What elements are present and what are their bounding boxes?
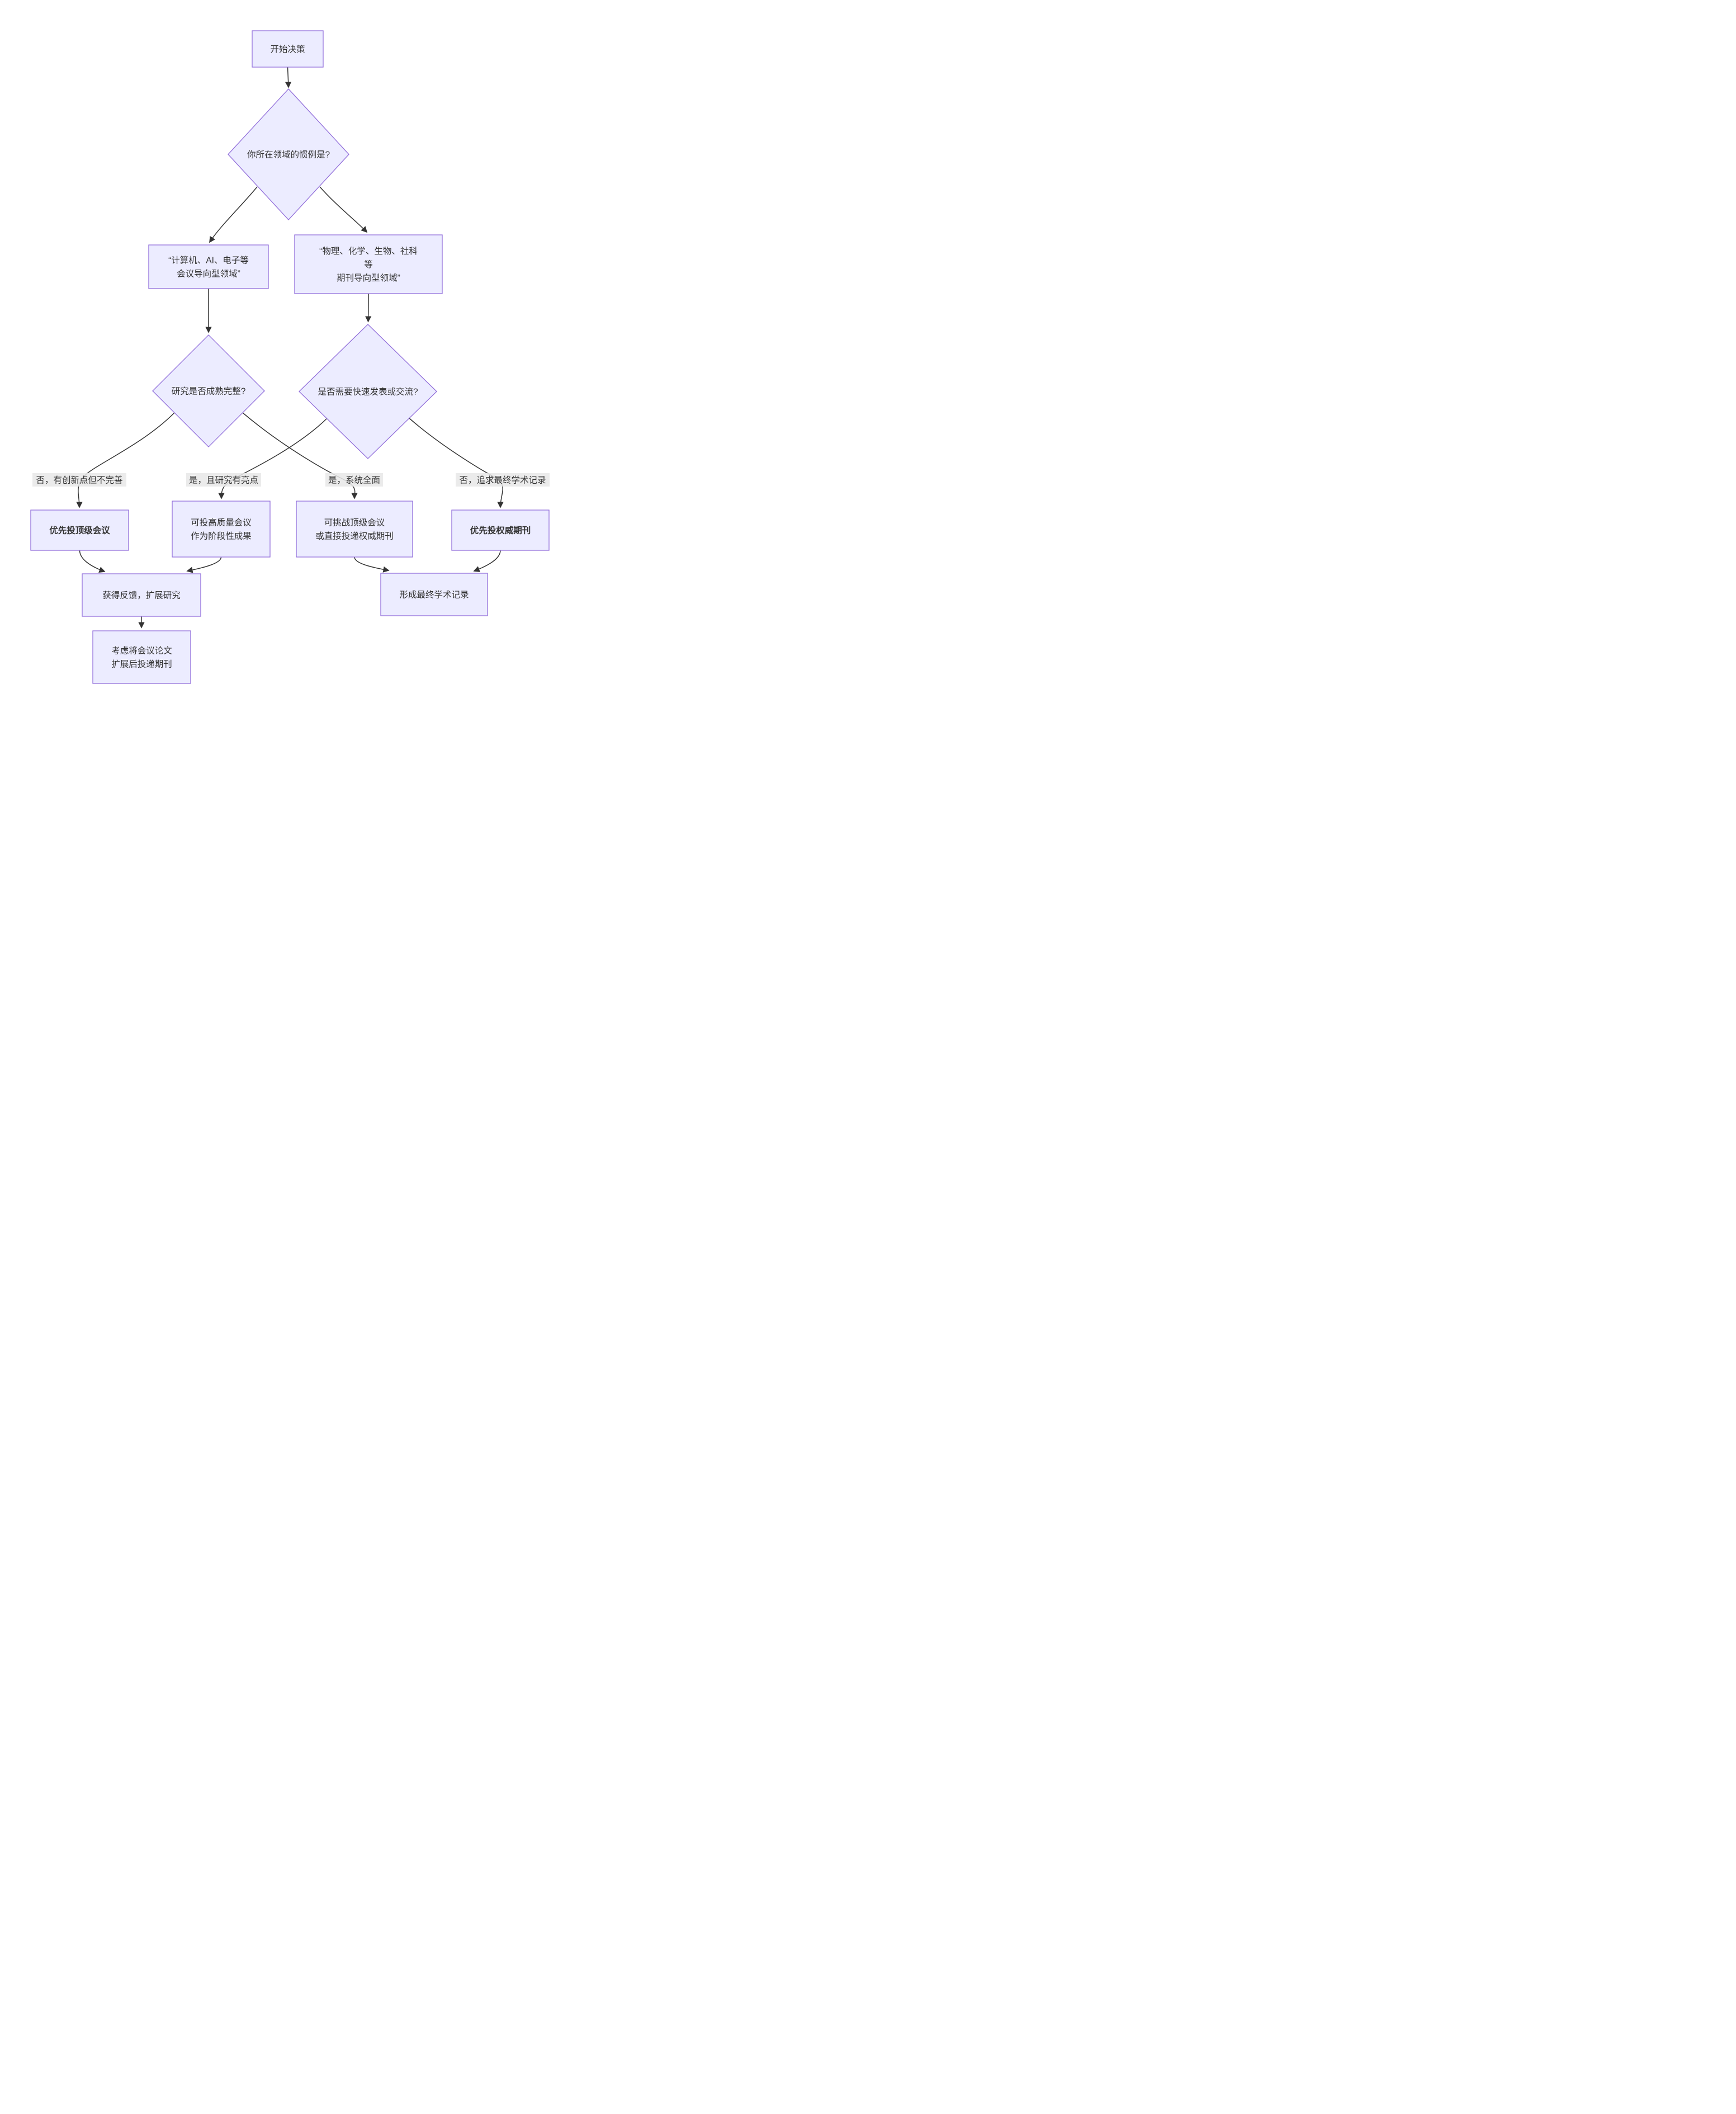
node-journal-field-line2: 等 (364, 259, 373, 270)
node-start-label: 开始决策 (270, 44, 305, 54)
node-authoritative-journal: 优先投权威期刊 (451, 509, 550, 551)
node-journal-field: “物理、化学、生物、社科 等 期刊导向型领域” (294, 234, 443, 294)
node-challenge-or-journal-line1: 可挑战顶级会议 (324, 518, 385, 528)
node-speed-question-label: 是否需要快速发表或交流? (318, 387, 418, 397)
flowchart-svg: 否，有创新点但不完善 是，且研究有亮点 是，系统全面 否，追求最终学术记录 开始… (30, 30, 550, 684)
node-quality-conference: 可投高质量会议 作为阶段性成果 (172, 501, 271, 558)
edge-label-bg-no-incomplete (32, 473, 126, 487)
edge-challenge-to-final-record (354, 556, 390, 573)
node-field-question-shape (228, 88, 349, 220)
edge-label-no-incomplete: 否，有创新点但不完善 (36, 475, 122, 485)
edge-journal-field-to-speed-question (365, 293, 372, 323)
node-top-conference-shape (30, 509, 129, 551)
node-start-shape (252, 30, 324, 68)
node-conference-field-shape (148, 244, 269, 289)
node-quality-conference-shape (172, 501, 271, 558)
node-conference-field-line2: 会议导向型领域” (177, 269, 240, 279)
edge-label-yes-comprehensive: 是，系统全面 (328, 475, 380, 485)
node-feedback-label: 获得反馈，扩展研究 (102, 591, 181, 601)
flowchart-canvas: 否，有创新点但不完善 是，且研究有亮点 是，系统全面 否，追求最终学术记录 开始… (0, 0, 579, 705)
node-extend-to-journal-line2: 扩展后投递期刊 (111, 659, 172, 669)
node-top-conference: 优先投顶级会议 (30, 509, 129, 551)
edge-label-no-final-record: 否，追求最终学术记录 (459, 475, 546, 485)
edge-speed-to-authoritative-journal (408, 417, 504, 508)
edge-authoritative-journal-to-final-record (473, 550, 501, 572)
node-journal-field-line3: 期刊导向型领域” (337, 273, 400, 283)
node-maturity-question-label: 研究是否成熟完整? (172, 386, 246, 397)
edge-top-conference-to-feedback (79, 550, 106, 573)
node-feedback: 获得反馈，扩展研究 (82, 573, 201, 617)
edge-label-bg-yes-highlight (186, 473, 261, 487)
node-final-record-shape (380, 573, 488, 616)
node-field-question: 你所在领域的惯例是? (228, 88, 349, 220)
edge-label-yes-highlight: 是，且研究有亮点 (189, 475, 258, 485)
edge-labels-layer: 否，有创新点但不完善 是，且研究有亮点 是，系统全面 否，追求最终学术记录 (32, 473, 550, 487)
node-speed-question: 是否需要快速发表或交流? (299, 324, 437, 459)
node-conference-field-line1: “计算机、AI、电子等 (168, 255, 249, 266)
edge-maturity-to-challenge (242, 412, 358, 499)
node-maturity-question-shape (152, 334, 265, 447)
node-journal-field-line1: “物理、化学、生物、社科 (319, 246, 418, 256)
node-challenge-or-journal-shape (296, 501, 413, 558)
edge-start-to-field-question (285, 67, 292, 88)
node-extend-to-journal: 考虑将会议论文 扩展后投递期刊 (92, 630, 191, 684)
node-extend-to-journal-line1: 考虑将会议论文 (111, 646, 172, 656)
edge-speed-to-quality-conference (218, 417, 328, 499)
node-final-record: 形成最终学术记录 (380, 573, 488, 616)
edge-label-bg-no-final-record (456, 473, 550, 487)
edge-label-bg-yes-comprehensive (325, 473, 383, 487)
node-challenge-or-journal: 可挑战顶级会议 或直接投递权威期刊 (296, 501, 413, 558)
node-challenge-or-journal-line2: 或直接投递权威期刊 (315, 531, 394, 541)
node-extend-to-journal-shape (92, 630, 191, 684)
node-speed-question-shape (299, 324, 437, 459)
node-start: 开始决策 (252, 30, 324, 68)
node-top-conference-label: 优先投顶级会议 (49, 525, 110, 536)
edge-quality-conference-to-feedback (186, 556, 222, 573)
node-feedback-shape (82, 573, 201, 617)
edge-field-question-to-journal-field (319, 186, 368, 233)
node-journal-field-shape (294, 234, 443, 294)
node-quality-conference-line2: 作为阶段性成果 (191, 531, 252, 541)
node-authoritative-journal-shape (451, 509, 550, 551)
edge-field-question-to-conference-field (209, 186, 258, 243)
node-authoritative-journal-label: 优先投权威期刊 (470, 525, 531, 536)
node-final-record-label: 形成最终学术记录 (399, 590, 469, 600)
node-field-question-label: 你所在领域的惯例是? (247, 150, 330, 160)
node-conference-field: “计算机、AI、电子等 会议导向型领域” (148, 244, 269, 289)
edge-maturity-to-top-conference (76, 412, 175, 508)
node-maturity-question: 研究是否成熟完整? (152, 334, 265, 447)
node-quality-conference-line1: 可投高质量会议 (191, 518, 252, 528)
